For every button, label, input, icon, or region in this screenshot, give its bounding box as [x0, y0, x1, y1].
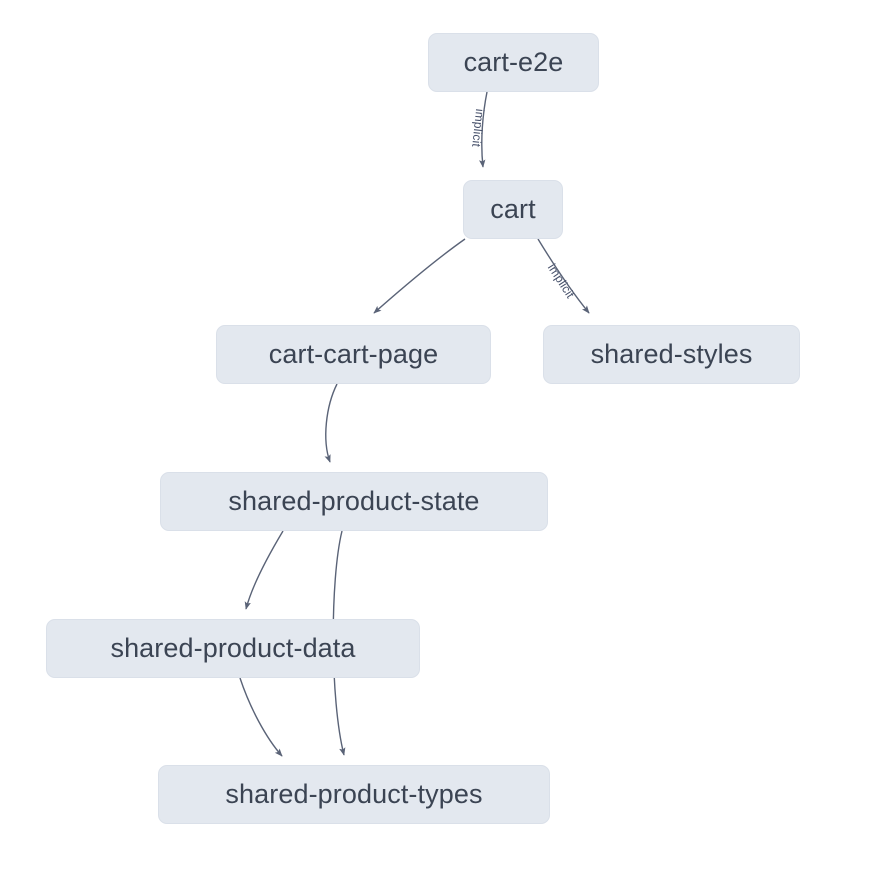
node-cart[interactable]: cart: [463, 180, 563, 239]
edge-shared-product-data-to-shared-product-types: [239, 677, 283, 757]
node-shared-product-state[interactable]: shared-product-state: [160, 472, 548, 531]
edge-cart-to-cart-cart-page: [373, 238, 466, 314]
edge-cart-e2e-to-cart: [479, 91, 488, 168]
edge-cart-to-shared-styles: [537, 238, 590, 314]
node-shared-product-data[interactable]: shared-product-data: [46, 619, 420, 678]
node-cart-cart-page[interactable]: cart-cart-page: [216, 325, 491, 384]
edge-cart-cart-page-to-shared-product-state: [324, 383, 338, 463]
node-cart-e2e[interactable]: cart-e2e: [428, 33, 599, 92]
node-shared-styles[interactable]: shared-styles: [543, 325, 800, 384]
edge-shared-product-state-to-shared-product-data: [244, 530, 284, 610]
node-shared-product-types[interactable]: shared-product-types: [158, 765, 550, 824]
